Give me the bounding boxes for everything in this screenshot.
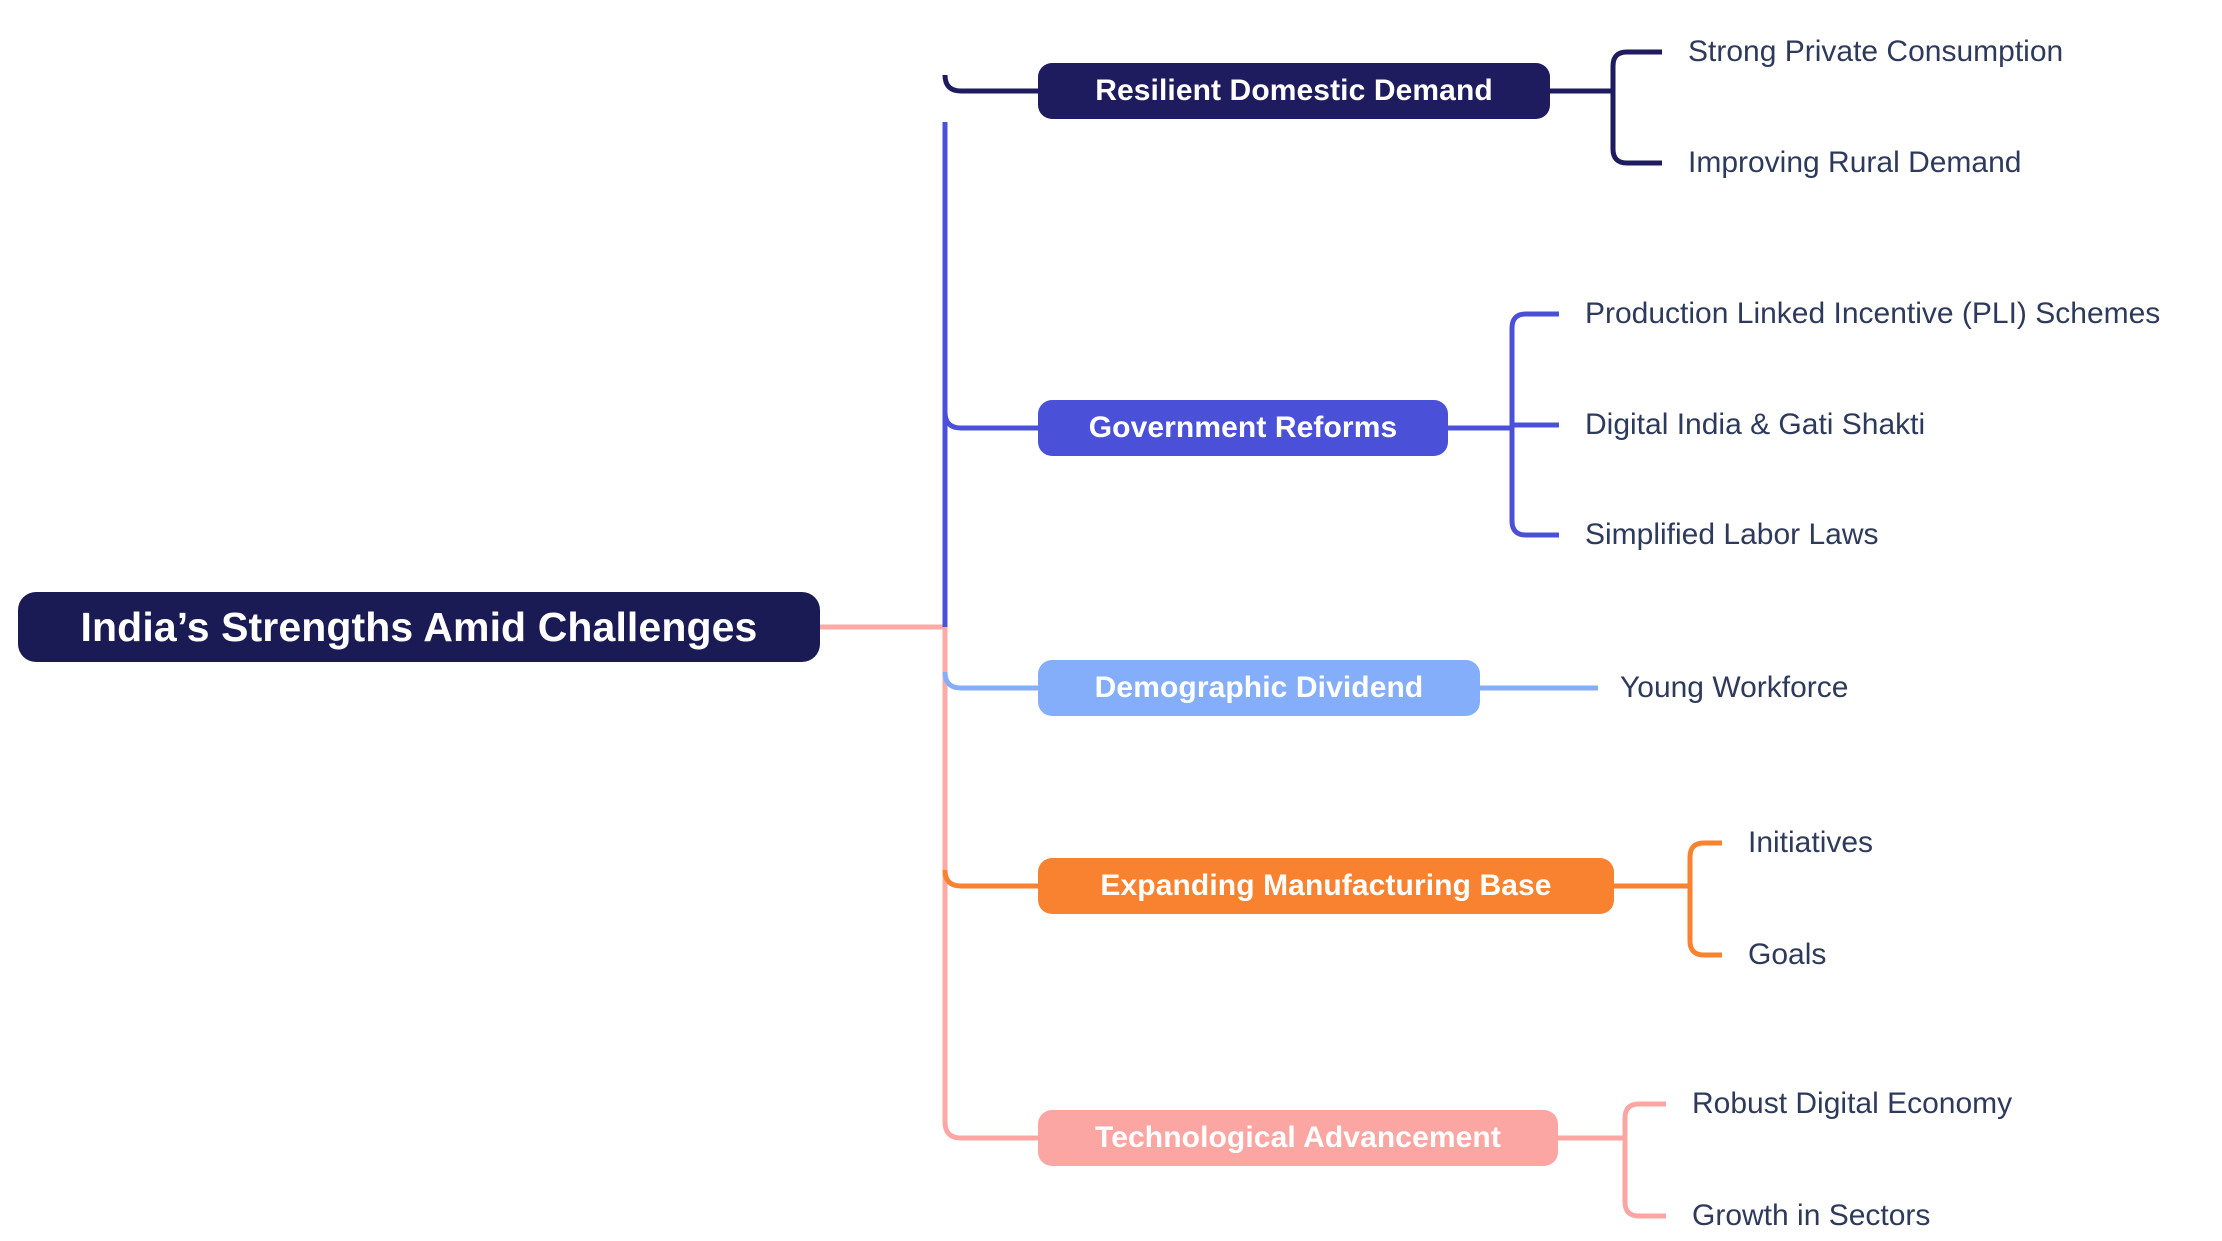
branch-connector-2 [942,411,1038,431]
leaf-label: Strong Private Consumption [1688,35,2064,68]
subbranch-bracket-2 [1509,311,1559,538]
subbranch-bracket-5 [1622,1101,1666,1219]
leaf-label: Robust Digital Economy [1692,1087,2013,1120]
leaf-label: Young Workforce [1620,671,1849,704]
leaf-label: Production Linked Incentive (PLI) Scheme… [1585,297,2161,330]
branch-connector-1 [942,74,1038,94]
leaf-label: Improving Rural Demand [1688,146,2022,179]
subbranch-bracket-4 [1687,840,1722,958]
leaf-label: Growth in Sectors [1692,1199,1931,1232]
branch-connector-3 [942,671,1038,691]
leaf-label: Digital India & Gati Shakti [1585,408,1926,441]
branch-node-5[interactable]: Technological Advancement [1038,1110,1558,1166]
branch-node-4[interactable]: Expanding Manufacturing Base [1038,858,1614,914]
branch-connector-5 [942,1121,1038,1141]
branch-node-2[interactable]: Government Reforms [1038,400,1448,456]
branch-node-1[interactable]: Resilient Domestic Demand [1038,63,1550,119]
branch-node-3[interactable]: Demographic Dividend [1038,660,1480,716]
leaf-label: Simplified Labor Laws [1585,518,1879,551]
subbranch-bracket-1 [1610,49,1662,166]
leaf-label: Goals [1748,938,1827,971]
root-node[interactable]: India’s Strengths Amid Challenges [18,592,820,662]
branch-connector-4 [942,869,1038,889]
leaf-label: Initiatives [1748,826,1874,859]
